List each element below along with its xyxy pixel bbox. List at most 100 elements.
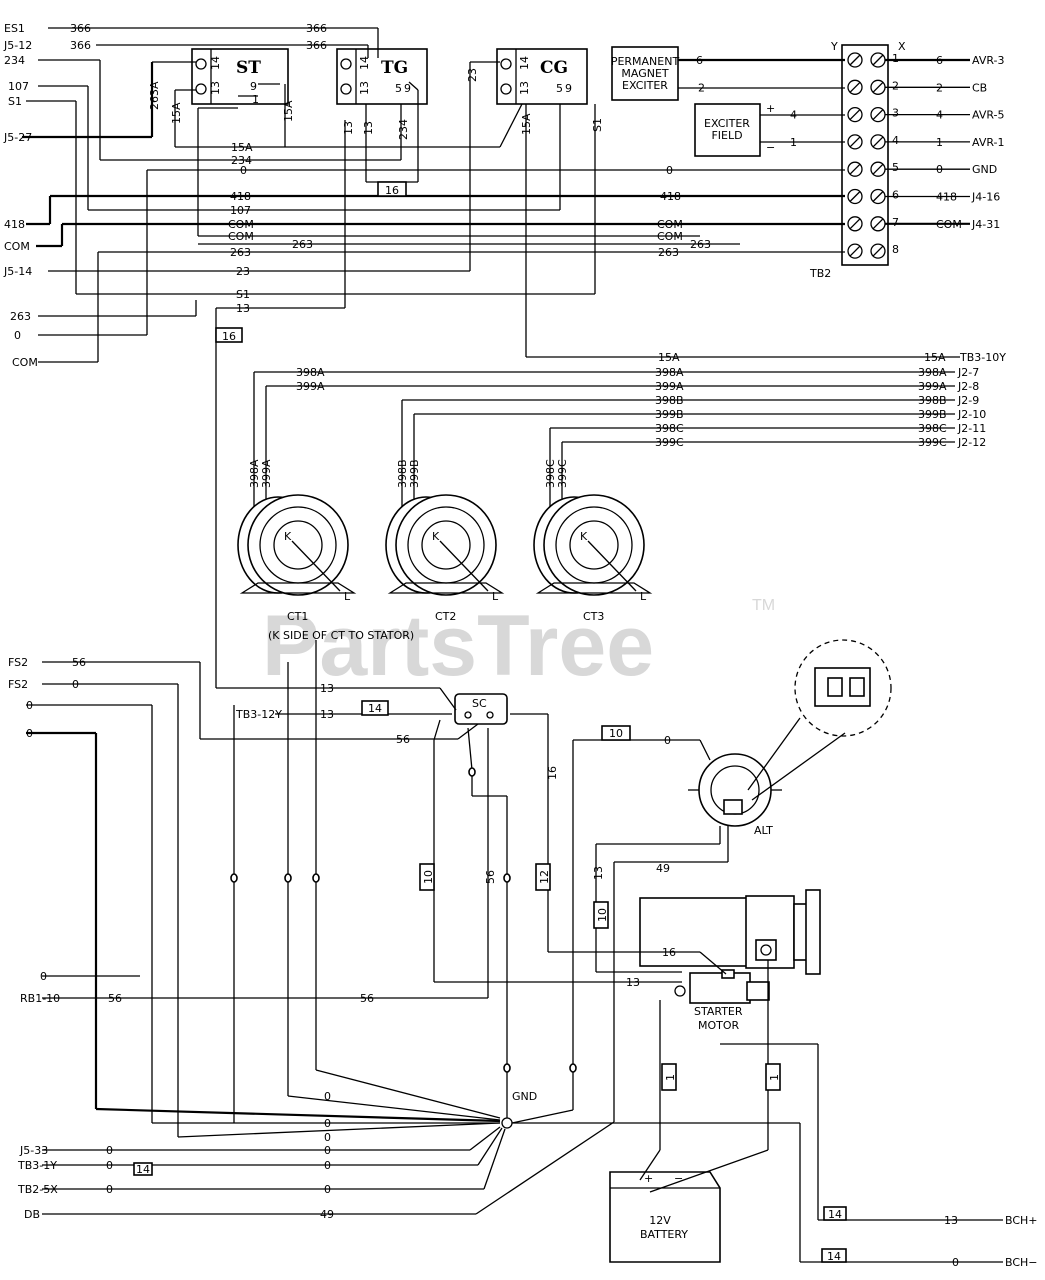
tag-14-sc: 14: [368, 702, 382, 715]
cg-label: CG: [540, 58, 568, 78]
ct-note: (K SIDE OF CT TO STATOR): [268, 629, 414, 642]
lbl-db: DB: [24, 1208, 40, 1221]
lbl-tb3-1y: TB3-1Y: [17, 1159, 57, 1172]
tb2-terminal-number: 2: [892, 79, 899, 92]
w0-right: 0: [666, 164, 673, 177]
ws1-cg: S1: [591, 118, 604, 132]
wcom-4: COM: [657, 230, 683, 243]
w15a-cg: 15A: [520, 113, 533, 135]
tag-10-alt: 10: [609, 727, 623, 740]
ct-wire-label-right: 399B: [918, 408, 947, 421]
lbl-0-g3: 0: [324, 1131, 331, 1144]
tb2-right-wire: COM: [936, 218, 962, 231]
lbl-com: COM: [4, 240, 30, 253]
watermark: PartsTree: [262, 598, 654, 694]
tb2-screw-left: [847, 79, 863, 95]
exciter-line-1: EXCITER: [704, 117, 750, 130]
tg-label: TG: [381, 58, 408, 78]
ct-wire-dest: J2-8: [957, 380, 979, 393]
st-relay: ST 14 13 9 1: [191, 48, 289, 106]
w366-a: 366: [70, 22, 91, 35]
ct-name: CT1: [287, 610, 308, 623]
tag-16-left-text: 16: [222, 330, 236, 343]
alternator: ALT: [688, 639, 892, 837]
ct-wire-dest: J2-10: [957, 408, 986, 421]
cg-pin-14: 14: [518, 56, 531, 70]
cg-pin-5: 5: [556, 82, 563, 95]
ct-wire-label-right: 398B: [918, 394, 947, 407]
wcom-2: COM: [657, 218, 683, 231]
lbl-234: 234: [4, 54, 25, 67]
starter-line-2: MOTOR: [698, 1019, 740, 1032]
st-pin-14: 14: [209, 56, 222, 70]
starter-motor: STARTER MOTOR: [639, 889, 821, 1032]
lbl-16-st: 16: [662, 946, 676, 959]
alt-label: ALT: [754, 824, 773, 837]
w23-cg: 23: [466, 68, 479, 82]
lbl-bch-minus: BCH−: [1005, 1256, 1038, 1269]
tb2-screw-left: [847, 243, 863, 259]
starter-line-1: STARTER: [694, 1005, 743, 1018]
tag-10-v2: 10: [596, 908, 609, 922]
ct-wire-vlabel: 398C: [544, 459, 557, 488]
cg-pin-9: 9: [565, 82, 572, 95]
sc-solenoid: SC: [454, 693, 508, 725]
exciter-minus: −: [766, 141, 775, 154]
lbl-bch-plus: BCH+: [1005, 1214, 1038, 1227]
w418-right: 418: [660, 190, 681, 203]
ct-wire-label-mid: 398A: [655, 366, 684, 379]
st-pin-9: 9: [250, 80, 257, 93]
ct-wire-dest: J2-7: [957, 366, 979, 379]
w263-2: 263: [690, 238, 711, 251]
lbl-s1: S1: [8, 95, 22, 108]
lbl-j5-12: J5-12: [3, 39, 32, 52]
tb2-right-wire: 0: [936, 163, 943, 176]
tb2-terminal-number: 6: [892, 189, 899, 202]
tb2-dest-avr-5: AVR-5: [972, 109, 1005, 122]
ct-wire-dest: J2-9: [957, 394, 979, 407]
ct-wire-label: 399C: [655, 436, 684, 449]
ct-l-label: L: [640, 590, 647, 603]
lbl-56-rb: 56: [108, 992, 122, 1005]
permanent-magnet-exciter: PERMANENT MAGNET EXCITER: [611, 46, 679, 101]
lbl-56-sc: 56: [396, 733, 410, 746]
lbl-16-v: 16: [546, 766, 559, 780]
tb2-dest-j4-16: J4-16: [971, 191, 1000, 204]
w23-mid: 23: [236, 265, 250, 278]
ct-wire-label-mid: 399A: [655, 380, 684, 393]
st-pin-13: 13: [209, 81, 222, 95]
tb2-right-wire: 2: [936, 81, 943, 94]
lbl-263: 263: [10, 310, 31, 323]
tag-14-bch-m: 14: [827, 1250, 841, 1263]
tb2-terminal-number: 8: [892, 243, 899, 256]
lbl-fs2-a: FS2: [8, 656, 28, 669]
ct-k-label: K: [432, 530, 440, 543]
pme-line-2: MAGNET: [621, 67, 669, 80]
battery-line-2: BATTERY: [640, 1228, 688, 1241]
tb2-dest-gnd: GND: [972, 163, 997, 176]
lbl-56-a: 56: [72, 656, 86, 669]
lbl-0-j533: 0: [106, 1144, 113, 1157]
w0-mid: 0: [240, 164, 247, 177]
cg-relay: CG 14 13 5 9: [496, 48, 588, 105]
tb2-terminal-block: Y X TB2: [809, 40, 906, 280]
lbl-com-2: COM: [12, 356, 38, 369]
ct-wire-vlabel: 399A: [260, 459, 273, 488]
tag-14-tb31y: 14: [136, 1163, 150, 1176]
lbl-j5-33: J5-33: [19, 1144, 48, 1157]
tag-16-top-text: 16: [385, 184, 399, 197]
top-wire-labels: ES1 J5-12 234 107 S1 J5-27 418 COM J5-14…: [3, 22, 711, 369]
w234-tg: 234: [397, 119, 410, 140]
ct-wire-vlabel: 398A: [248, 459, 261, 488]
ct-wire-label: 398A: [296, 366, 325, 379]
tb2-right-wire: 1: [936, 136, 943, 149]
tb2-terminal-number: 3: [892, 107, 899, 120]
w418-mid: 418: [230, 190, 251, 203]
ct-wire-label-right: 399A: [918, 380, 947, 393]
tb2-screw-left: [847, 106, 863, 123]
tag-14-bch-p: 14: [828, 1208, 842, 1221]
